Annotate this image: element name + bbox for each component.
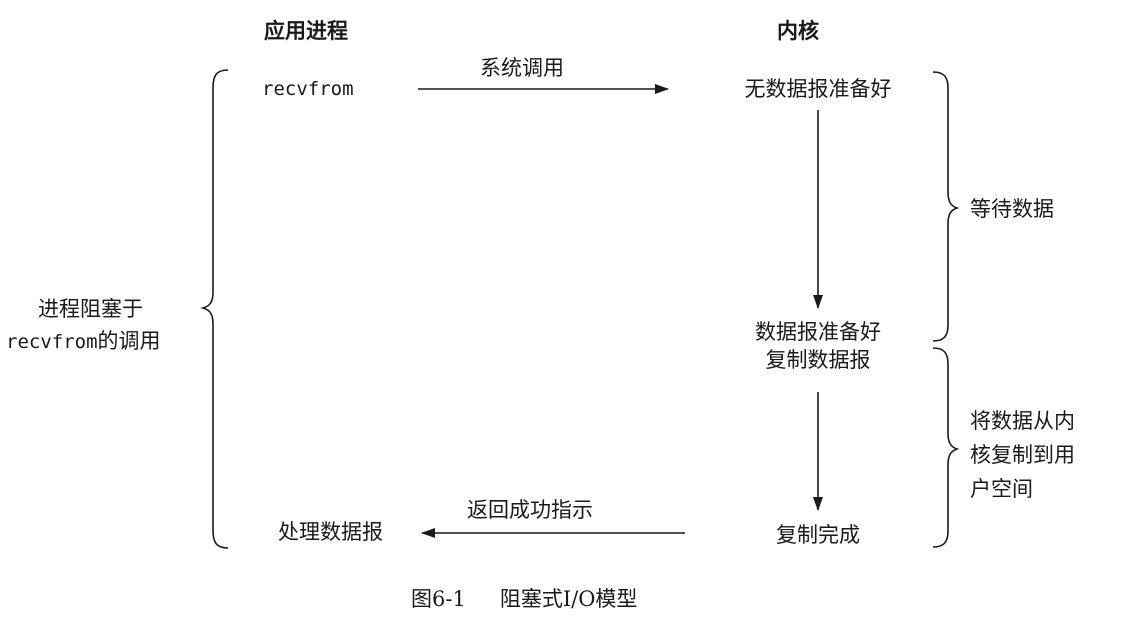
datagram-ready: 数据报准备好: [755, 320, 881, 344]
blocked-label-line1: 进程阻塞于: [38, 297, 143, 321]
header-kernel: 内核: [777, 19, 819, 43]
copy-phase-line1: 将数据从内: [970, 409, 1075, 433]
blocked-call-text: 的调用: [97, 329, 161, 353]
wait-right-brace: [932, 71, 960, 342]
blocked-left-brace: [200, 69, 229, 549]
return-success-label: 返回成功指示: [467, 498, 593, 522]
blocked-label-line2: recvfrom的调用: [6, 328, 161, 355]
process-datagram-label: 处理数据报: [278, 520, 383, 544]
figure-number: 图6-1: [411, 587, 466, 611]
wait-for-data-label: 等待数据: [970, 197, 1054, 221]
copy-complete: 复制完成: [776, 523, 860, 547]
blocked-recvfrom-code: recvfrom: [6, 331, 98, 353]
header-app-process: 应用进程: [264, 19, 348, 43]
recvfrom-call: recvfrom: [262, 78, 354, 100]
syscall-label: 系统调用: [480, 56, 564, 80]
figure-title: 阻塞式I/O模型: [499, 587, 638, 611]
figure-caption: 图6-1 阻塞式I/O模型: [411, 586, 637, 612]
copy-phase-line3: 户空间: [970, 477, 1033, 501]
copy-datagram: 复制数据报: [765, 348, 871, 372]
copy-right-brace: [932, 347, 960, 548]
copy-phase-line2: 核复制到用: [970, 443, 1075, 467]
no-datagram-ready: 无数据报准备好: [744, 77, 892, 101]
